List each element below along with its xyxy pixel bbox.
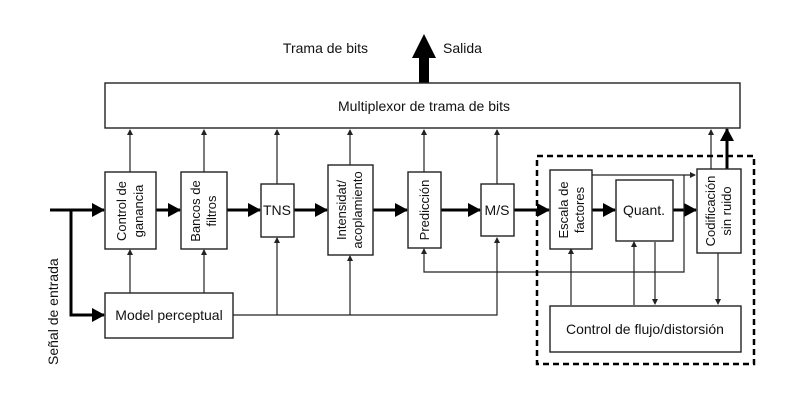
ms-block: M/S xyxy=(480,183,515,237)
filter-bank-label-line1: Bancos de xyxy=(188,180,203,241)
gain-control-label-line2: ganancia xyxy=(131,184,146,238)
prediction-block: Predicción xyxy=(407,171,442,249)
main-signal-path xyxy=(50,128,734,322)
scale-factor-label-line1: Escala de xyxy=(556,181,571,238)
tns-label: TNS xyxy=(263,202,291,218)
intensity-label-line1: Intensidat/ xyxy=(334,180,349,240)
quantizer-block: Quant. xyxy=(615,179,674,242)
perceptual-model-block: Model perceptual xyxy=(104,292,234,339)
noiseless-coding-label-line2: sin ruido xyxy=(719,186,734,235)
intensity-label-line2: acoplamiento xyxy=(350,171,365,248)
multiplexer-label: Multiplexor de trama de bits xyxy=(338,98,510,114)
output-label: Salida xyxy=(443,40,482,56)
quantizer-label: Quant. xyxy=(623,202,665,218)
noiseless-coding-block: Codificación sin ruido xyxy=(696,168,742,254)
perceptual-control-lines xyxy=(127,237,500,316)
intensity-coupling-block: Intensidat/ acoplamiento xyxy=(327,164,374,256)
input-signal-label: Señal de entrada xyxy=(45,258,61,365)
gain-control-block: Control de ganancia xyxy=(104,171,157,250)
noiseless-coding-label-line1: Codificación xyxy=(703,176,718,247)
feedback-lines xyxy=(421,172,721,305)
scale-factor-block: Escala de factores xyxy=(549,169,593,250)
tns-block: TNS xyxy=(260,183,295,238)
bitstream-label: Trama de bits xyxy=(283,40,368,56)
rate-distortion-label: Control de flujo/distorsión xyxy=(566,321,724,337)
ms-label: M/S xyxy=(485,202,510,218)
perceptual-model-label: Model perceptual xyxy=(115,307,222,323)
side-info-lines xyxy=(127,129,714,184)
scale-factor-label-line2: factores xyxy=(572,186,587,233)
filter-bank-label-line2: filtros xyxy=(204,195,219,227)
filter-bank-block: Bancos de filtros xyxy=(180,171,228,250)
prediction-label: Predicción xyxy=(417,180,432,241)
gain-control-label-line1: Control de xyxy=(114,181,129,241)
rate-distortion-control-block: Control de flujo/distorsión xyxy=(549,305,742,353)
output-arrow xyxy=(412,34,436,84)
multiplexer-block xyxy=(104,82,741,129)
quantization-loop-region xyxy=(535,154,756,366)
